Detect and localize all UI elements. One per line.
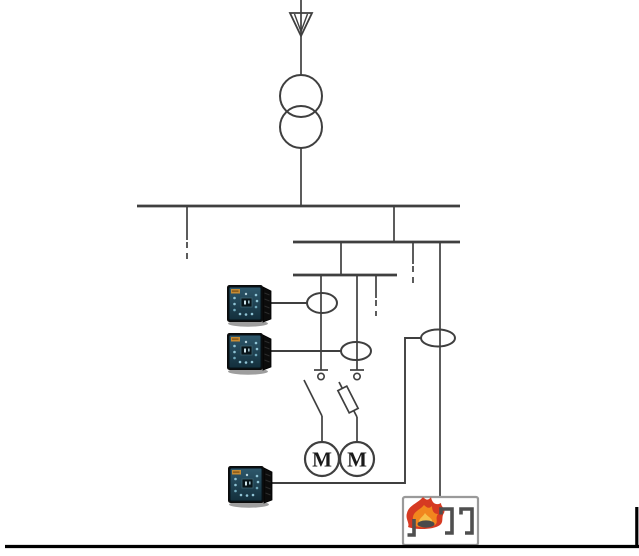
- page-bottom-border: [5, 507, 639, 549]
- current-transformer-2: [340, 341, 372, 361]
- transformer-icon: [279, 74, 323, 205]
- switch-contact-1: [316, 372, 325, 381]
- incoming-supply-arrow: [288, 0, 314, 76]
- fault-blob: [417, 520, 435, 528]
- switchgear-glyphs: [407, 507, 474, 537]
- switch-contact-2: [352, 372, 361, 381]
- motor-feeder-2: M: [336, 276, 376, 478]
- protection-relay-1: [226, 284, 272, 328]
- motor-feeder-1: M: [303, 276, 341, 478]
- motor-1-label: M: [312, 448, 332, 472]
- protection-relay-2: [226, 332, 272, 376]
- protection-relay-3: [227, 465, 273, 509]
- arc-flash-fault-box: [401, 495, 480, 547]
- disconnector-blade-1: [303, 379, 323, 417]
- current-transformer-3: [420, 328, 456, 348]
- motor-2-circle: [338, 440, 376, 478]
- motor-2-label: M: [347, 448, 367, 472]
- relay3-ct-wire: [270, 337, 421, 484]
- current-transformer-1: [306, 292, 338, 314]
- arc-flash-icon: [406, 497, 445, 530]
- fuse-icon: [336, 384, 360, 415]
